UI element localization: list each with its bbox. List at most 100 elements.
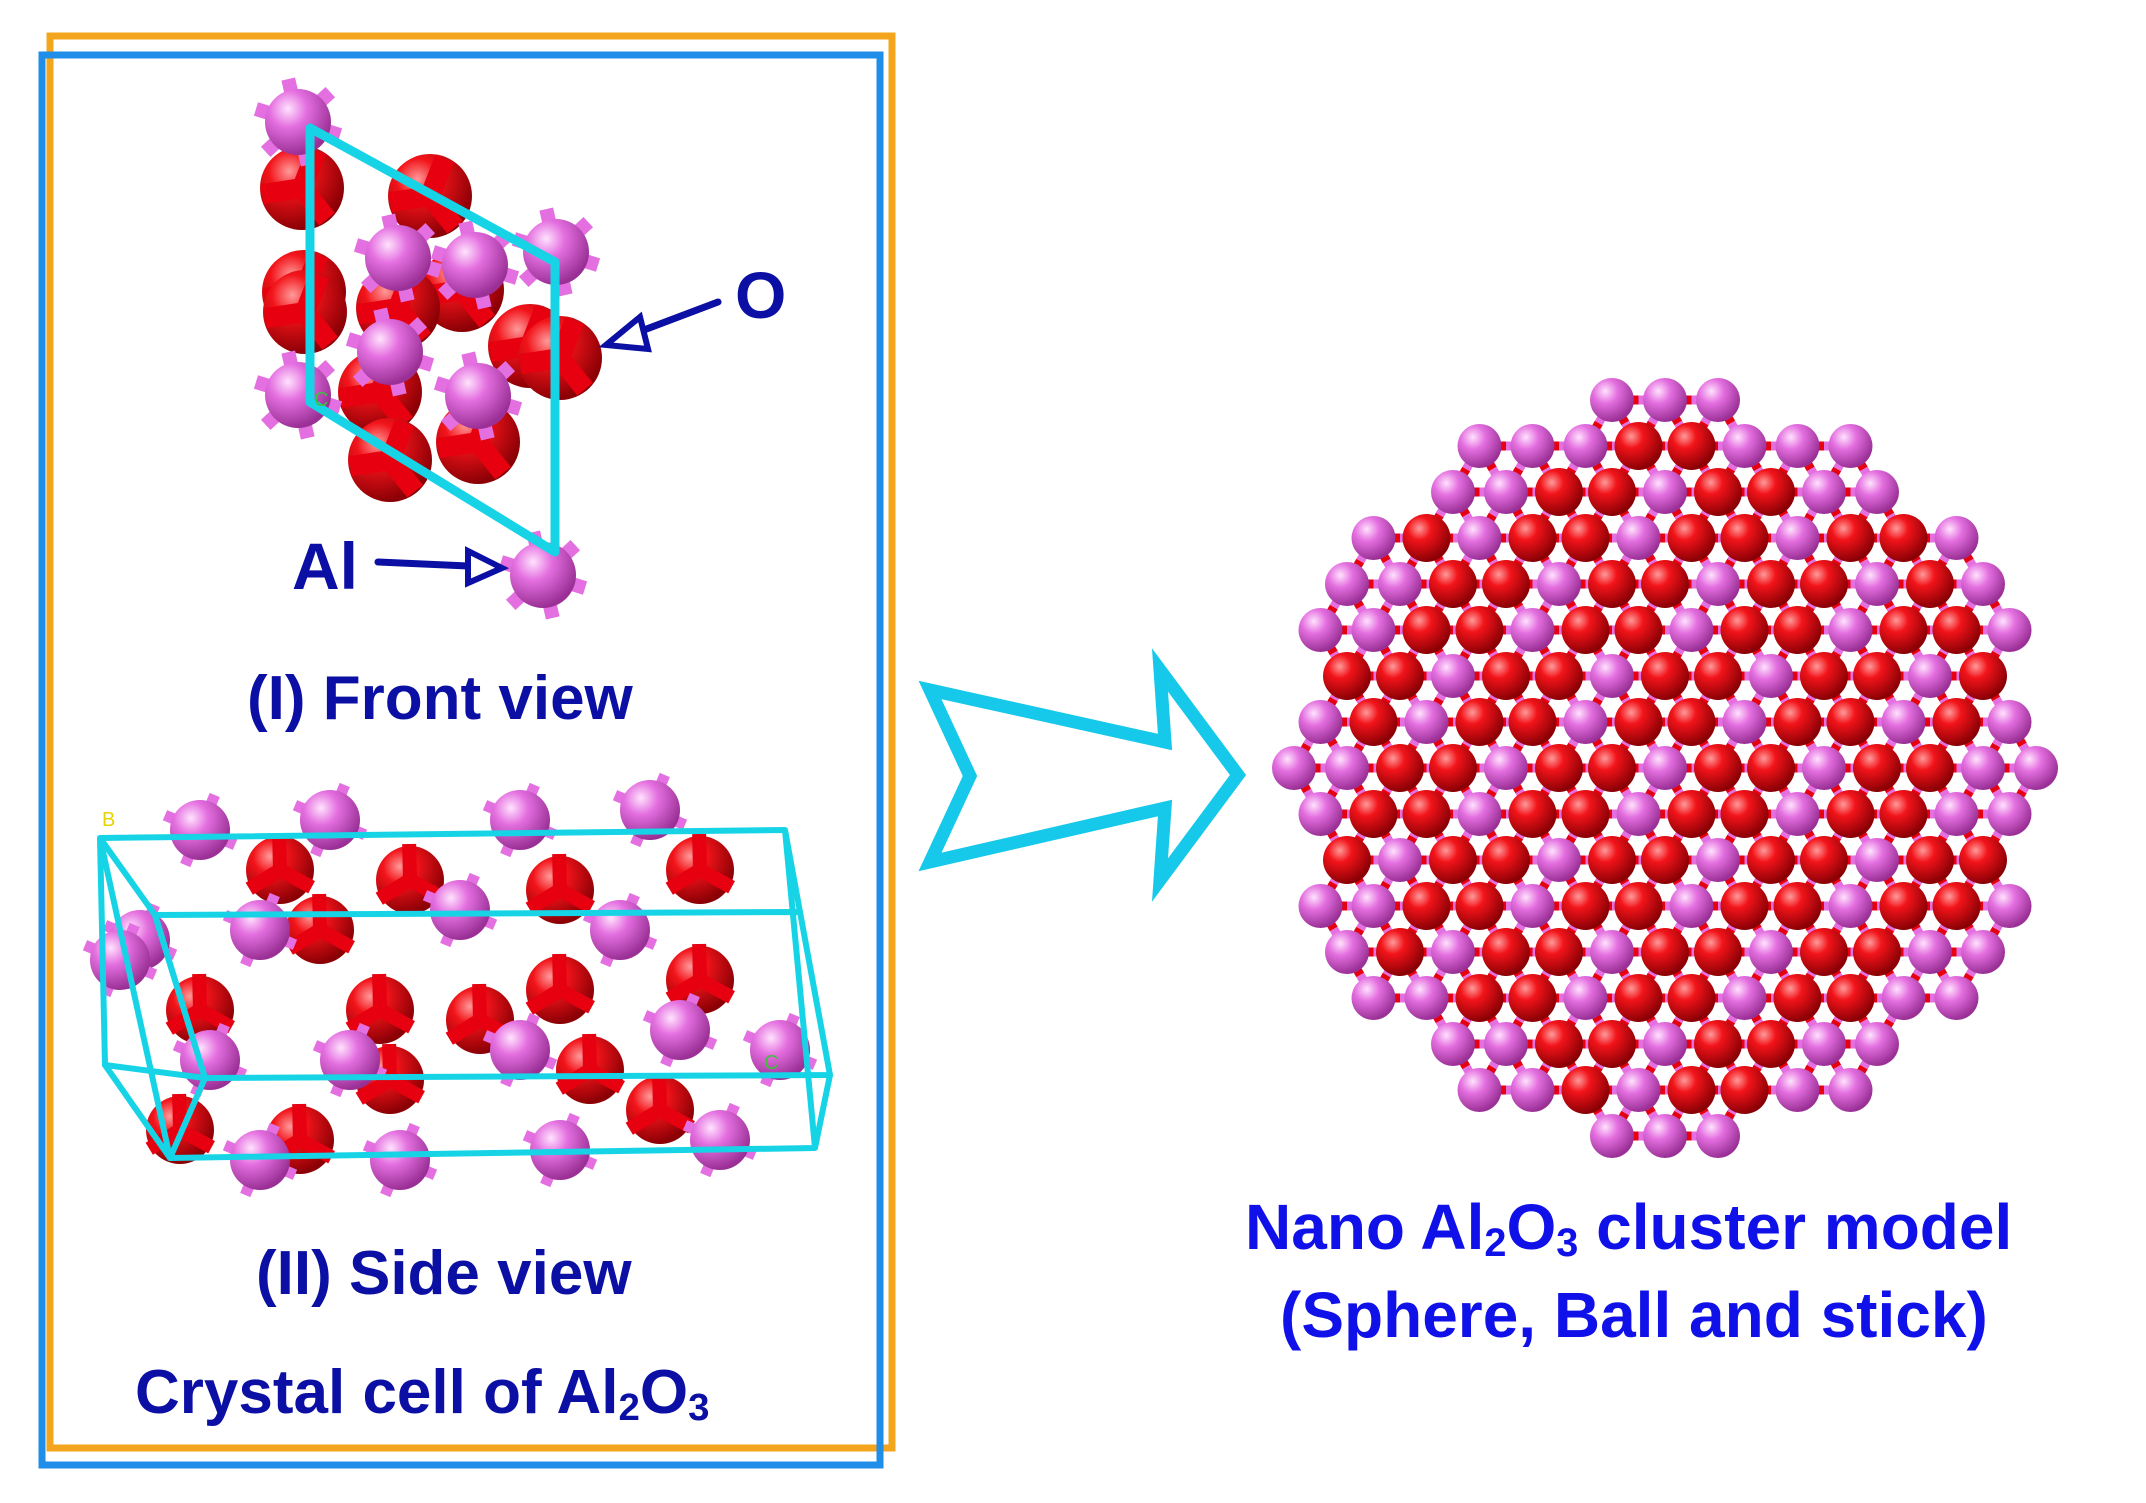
oxygen-atom — [1773, 882, 1822, 930]
aluminum-atom — [1643, 746, 1687, 790]
aluminum-atom — [1749, 930, 1793, 974]
oxygen-atom — [1535, 928, 1583, 976]
oxygen-atom — [1773, 974, 1822, 1022]
aluminum-atom — [1590, 1114, 1634, 1158]
aluminum-atom — [1272, 746, 1316, 790]
front-unit-cell — [305, 123, 560, 557]
aluminum-atom — [490, 790, 550, 850]
oxygen-atom — [1694, 744, 1742, 792]
oxygen-atom — [1588, 1020, 1636, 1068]
aluminum-atom — [1669, 884, 1714, 928]
aluminum-atom — [1961, 930, 2005, 974]
oxygen-atom — [1800, 928, 1848, 976]
oxygen-atom — [1879, 606, 1928, 654]
aluminum-atom — [1484, 746, 1528, 790]
aluminum-atom — [1457, 792, 1502, 836]
oxygen-atom — [1376, 744, 1424, 792]
aluminum-atom — [1378, 562, 1422, 606]
aluminum-atom — [1855, 562, 1899, 606]
oxygen-atom — [1323, 652, 1371, 700]
aluminum-atom — [1987, 700, 2032, 744]
aluminum-atom — [1696, 378, 1740, 422]
oxygen-atom — [1826, 698, 1875, 746]
aluminum-atom — [1696, 838, 1740, 882]
aluminum-atom — [1404, 700, 1449, 744]
aluminum-atom — [1616, 1068, 1661, 1112]
oxygen-atom — [1561, 606, 1610, 654]
oxygen-atom — [1641, 836, 1689, 884]
oxygen-atom — [1800, 652, 1848, 700]
aluminum-atom — [442, 232, 508, 298]
oxygen-atom — [1720, 606, 1769, 654]
oxygen-atom — [1561, 882, 1610, 930]
aluminum-atom — [1722, 700, 1767, 744]
aluminum-atom — [1563, 424, 1608, 468]
oxygen-atom — [1455, 882, 1504, 930]
bond-stubs — [355, 1043, 425, 1105]
aluminum-atom — [1908, 930, 1952, 974]
oxygen-atom — [1429, 560, 1477, 608]
crystal-caption-prefix: Crystal cell of Al — [135, 1358, 619, 1427]
oxygen-atom — [1667, 698, 1716, 746]
aluminum-atom — [445, 363, 511, 429]
aluminum-atom — [1643, 378, 1687, 422]
oxygen-atom — [1482, 928, 1530, 976]
oxygen-atom — [1720, 882, 1769, 930]
aluminum-atom — [1775, 516, 1820, 560]
bond-stubs — [245, 833, 315, 895]
oxygen-atom — [1879, 790, 1928, 838]
aluminum-atom — [1510, 424, 1555, 468]
oxygen-atom — [1561, 1066, 1610, 1114]
aluminum-atom — [1934, 792, 1979, 836]
oxygen-atom — [1508, 698, 1557, 746]
nano-caption-mid: O — [1506, 1191, 1557, 1263]
aluminum-atom — [1775, 1068, 1820, 1112]
oxygen-atom — [1853, 928, 1901, 976]
oxygen-atom — [1694, 652, 1742, 700]
aluminum-atom — [1431, 470, 1475, 514]
nano-cluster — [1272, 378, 2058, 1158]
aluminum-atom — [1643, 470, 1687, 514]
aluminum-atom — [1775, 424, 1820, 468]
oxygen-atom — [1429, 836, 1477, 884]
oxygen-atom — [1641, 928, 1689, 976]
aluminum-atom — [1881, 976, 1926, 1020]
aluminum-atom — [1431, 1022, 1475, 1066]
aluminum-atom — [1696, 562, 1740, 606]
oxygen-atom — [1773, 698, 1822, 746]
oxygen-atom — [1641, 652, 1689, 700]
aluminum-atom — [1828, 424, 1873, 468]
aluminum-atom — [510, 542, 576, 608]
aluminum-atom — [1537, 838, 1581, 882]
aluminum-atom — [1908, 654, 1952, 698]
aluminum-atom — [1537, 562, 1581, 606]
side-unit-cell — [97, 827, 833, 1161]
oxygen-atom — [1508, 790, 1557, 838]
aluminum-atom — [1802, 470, 1846, 514]
aluminum-atom — [1298, 792, 1343, 836]
aluminum-atom — [1325, 562, 1369, 606]
aluminum-atom — [170, 800, 230, 860]
bond-stubs — [345, 973, 415, 1035]
oxygen-pointer-arrow — [598, 298, 722, 353]
oxygen-atom — [1879, 514, 1928, 562]
aluminum-atom — [1590, 378, 1634, 422]
oxygen-atom — [1959, 836, 2007, 884]
aluminum-atom — [1987, 792, 2032, 836]
oxygen-atom — [1932, 882, 1981, 930]
aluminum-atom — [1431, 930, 1475, 974]
aluminum-atom — [1510, 608, 1555, 652]
crystal-caption-sub2: 3 — [688, 1385, 710, 1429]
oxygen-atom — [1906, 560, 1954, 608]
oxygen-atom — [1482, 560, 1530, 608]
aluminum-atom — [1563, 700, 1608, 744]
aluminum-atom — [650, 1000, 710, 1060]
aluminum-atom — [1325, 746, 1369, 790]
oxygen-atom — [1402, 514, 1451, 562]
aluminum-atom — [1351, 884, 1396, 928]
nano-cluster-caption-line1: Nano Al2O3 cluster model — [1245, 1195, 2012, 1263]
oxygen-atom — [1455, 698, 1504, 746]
nano-cluster-caption-line2: (Sphere, Ball and stick) — [1280, 1279, 1988, 1351]
aluminum-atom — [1961, 746, 2005, 790]
oxygen-atom — [1535, 744, 1583, 792]
